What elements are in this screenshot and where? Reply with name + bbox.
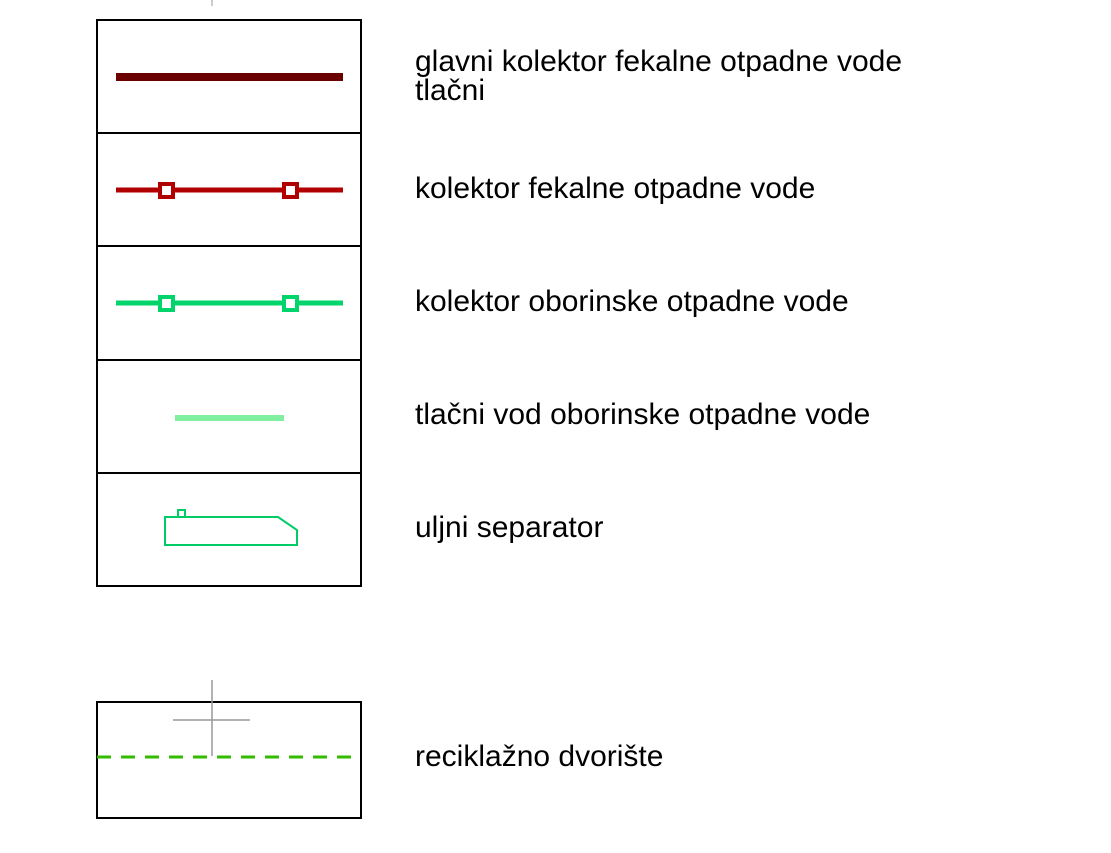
recycling-yard-cross-symbol [173, 680, 250, 756]
legend-label-recycling-yard: reciklažno dvorište [415, 740, 664, 773]
legend-label-stormwater-pressure-line: tlačni vod oborinske otpadne vode [415, 398, 871, 431]
legend-label-main-sewer-pressure: glavni kolektor fekalne otpadne vode tla… [415, 45, 903, 107]
legend-label-oil-separator: uljni separator [415, 511, 604, 544]
legend-label-stormwater-collector: kolektor oborinske otpadne vode [415, 285, 849, 318]
oil-separator-symbol [164, 509, 298, 546]
recycling-yard-frame [96, 701, 362, 819]
sewage-collector-symbol [116, 182, 343, 199]
legend-table-frame [96, 19, 362, 587]
stormwater-collector-symbol [116, 295, 343, 312]
legend-label-sewage-collector: kolektor fekalne otpadne vode [415, 172, 816, 205]
